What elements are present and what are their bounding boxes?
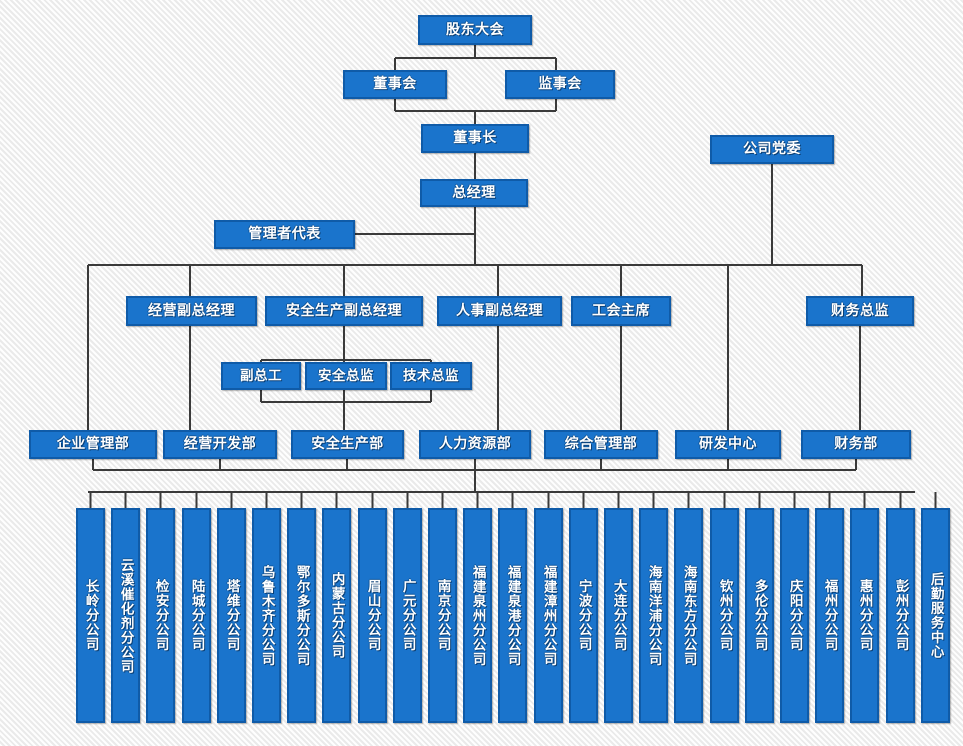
branch-node-3[interactable]: 检安分公司 (146, 508, 175, 723)
node-safety-production-vice-gm[interactable]: 安全生产副总经理 (265, 296, 423, 326)
branch-node-1[interactable]: 长岭分公司 (76, 508, 105, 723)
branch-node-15[interactable]: 宁波分公司 (569, 508, 598, 723)
branch-node-20[interactable]: 多伦分公司 (745, 508, 774, 723)
node-board-of-directors[interactable]: 董事会 (343, 70, 447, 99)
node-union-chairman[interactable]: 工会主席 (571, 296, 671, 326)
node-cfo[interactable]: 财务总监 (806, 296, 914, 326)
node-deputy-chief-engineer[interactable]: 副总工 (221, 362, 301, 390)
node-board-of-supervisors[interactable]: 监事会 (505, 70, 615, 99)
branch-node-12[interactable]: 福建泉州分公司 (463, 508, 492, 723)
branch-node-2[interactable]: 云溪催化剂分公司 (111, 508, 140, 723)
branch-node-11[interactable]: 南京分公司 (428, 508, 457, 723)
branch-node-10[interactable]: 广元分公司 (393, 508, 422, 723)
branch-node-7[interactable]: 鄂尔多斯分公司 (287, 508, 316, 723)
branch-node-8[interactable]: 内蒙古分公司 (322, 508, 351, 723)
node-hr-vice-gm[interactable]: 人事副总经理 (437, 296, 562, 326)
branch-node-23[interactable]: 惠州分公司 (850, 508, 879, 723)
node-general-manager[interactable]: 总经理 (420, 179, 528, 207)
branch-node-24[interactable]: 彭州分公司 (886, 508, 915, 723)
node-shareholders-meeting[interactable]: 股东大会 (418, 15, 532, 45)
branch-node-21[interactable]: 庆阳分公司 (780, 508, 809, 723)
department-node-6[interactable]: 研发中心 (675, 430, 781, 459)
branch-node-6[interactable]: 乌鲁木齐分公司 (252, 508, 281, 723)
node-chairman[interactable]: 董事长 (421, 124, 529, 153)
branch-node-22[interactable]: 福州分公司 (815, 508, 844, 723)
node-safety-director[interactable]: 安全总监 (305, 362, 387, 390)
branch-node-18[interactable]: 海南东方分公司 (674, 508, 703, 723)
branch-node-19[interactable]: 钦州分公司 (710, 508, 739, 723)
department-node-7[interactable]: 财务部 (801, 430, 911, 459)
branch-node-9[interactable]: 眉山分公司 (358, 508, 387, 723)
department-node-3[interactable]: 安全生产部 (291, 430, 404, 459)
department-node-1[interactable]: 企业管理部 (29, 430, 157, 459)
department-node-2[interactable]: 经营开发部 (163, 430, 277, 459)
branch-node-4[interactable]: 陆城分公司 (182, 508, 211, 723)
branch-node-14[interactable]: 福建漳州分公司 (534, 508, 563, 723)
department-node-5[interactable]: 综合管理部 (544, 430, 658, 459)
node-operations-vice-gm[interactable]: 经营副总经理 (126, 296, 257, 326)
branch-node-5[interactable]: 塔维分公司 (217, 508, 246, 723)
node-party-committee[interactable]: 公司党委 (710, 135, 834, 164)
node-technical-director[interactable]: 技术总监 (390, 362, 472, 390)
department-node-4[interactable]: 人力资源部 (419, 430, 531, 459)
branch-node-13[interactable]: 福建泉港分公司 (498, 508, 527, 723)
branch-node-25[interactable]: 后勤服务中心 (921, 508, 950, 723)
branch-node-17[interactable]: 海南洋浦分公司 (639, 508, 668, 723)
branch-node-16[interactable]: 大连分公司 (604, 508, 633, 723)
node-management-representative[interactable]: 管理者代表 (214, 220, 355, 249)
